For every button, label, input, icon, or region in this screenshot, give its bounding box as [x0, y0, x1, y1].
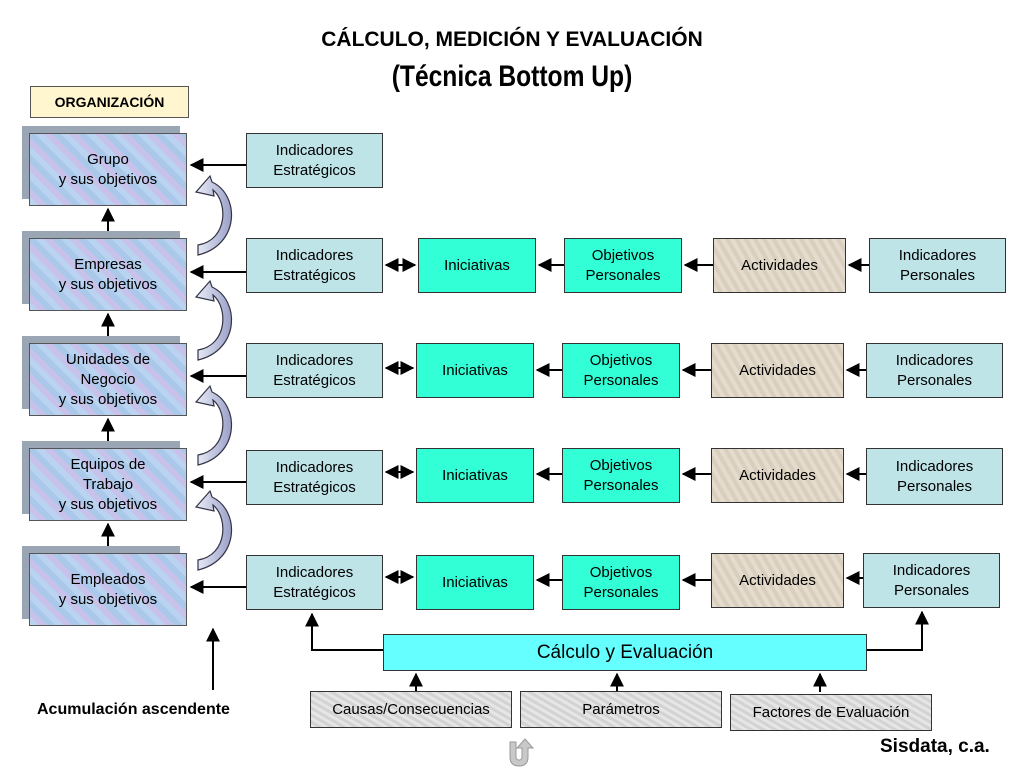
page-subtitle: (Técnica Bottom Up)	[391, 60, 633, 93]
curved-arrows	[194, 174, 233, 571]
parametros: Parámetros	[520, 691, 722, 728]
iniciativas-1: Iniciativas	[418, 238, 536, 293]
organization-header: ORGANIZACIÓN	[30, 86, 189, 118]
calculo-connectors	[206, 610, 929, 692]
level-empresas: Empresas y sus objetivos	[29, 238, 187, 311]
return-icon	[509, 738, 535, 767]
iniciativas-2: Iniciativas	[416, 343, 534, 398]
double-arrows	[384, 258, 417, 584]
objetivos-personales-2: Objetivos Personales	[562, 343, 680, 398]
indicadores-estrategicos-4: Indicadores Estratégicos	[246, 555, 383, 610]
level-empleados: Empleados y sus objetivos	[29, 553, 187, 626]
causas-consecuencias: Causas/Consecuencias	[310, 691, 512, 728]
iniciativas-4: Iniciativas	[416, 555, 534, 610]
objetivos-personales-4: Objetivos Personales	[562, 555, 680, 610]
objetivos-personales-3: Objetivos Personales	[562, 448, 680, 503]
level-unidades: Unidades de Negocio y sus objetivos	[29, 343, 187, 416]
page-title: CÁLCULO, MEDICIÓN Y EVALUACIÓN	[321, 28, 703, 51]
indicadores-estrategicos-2: Indicadores Estratégicos	[246, 343, 383, 398]
indicadores-personales-2: Indicadores Personales	[866, 343, 1003, 398]
indicadores-estrategicos-1: Indicadores Estratégicos	[246, 238, 383, 293]
actividades-4: Actividades	[711, 553, 844, 608]
indicadores-estrategicos-3: Indicadores Estratégicos	[246, 450, 383, 505]
actividades-1: Actividades	[713, 238, 846, 293]
indicadores-personales-1: Indicadores Personales	[869, 238, 1006, 293]
factores-evaluacion: Factores de Evaluación	[730, 694, 932, 731]
calculo-evaluacion: Cálculo y Evaluación	[383, 634, 867, 671]
row-arrows	[535, 258, 869, 587]
brand-label: Sisdata, c.a.	[880, 736, 990, 757]
indicadores-estrategicos-0: Indicadores Estratégicos	[246, 133, 383, 188]
iniciativas-3: Iniciativas	[416, 448, 534, 503]
actividades-2: Actividades	[711, 343, 844, 398]
level-grupo: Grupo y sus objetivos	[29, 133, 187, 206]
acumulacion-label: Acumulación ascendente	[37, 701, 230, 718]
left-arrows	[189, 158, 246, 594]
objetivos-personales-1: Objetivos Personales	[564, 238, 682, 293]
indicadores-personales-3: Indicadores Personales	[866, 448, 1003, 505]
level-equipos: Equipos de Trabajo y sus objetivos	[29, 448, 187, 521]
actividades-3: Actividades	[711, 448, 844, 503]
indicadores-personales-4: Indicadores Personales	[863, 553, 1000, 608]
